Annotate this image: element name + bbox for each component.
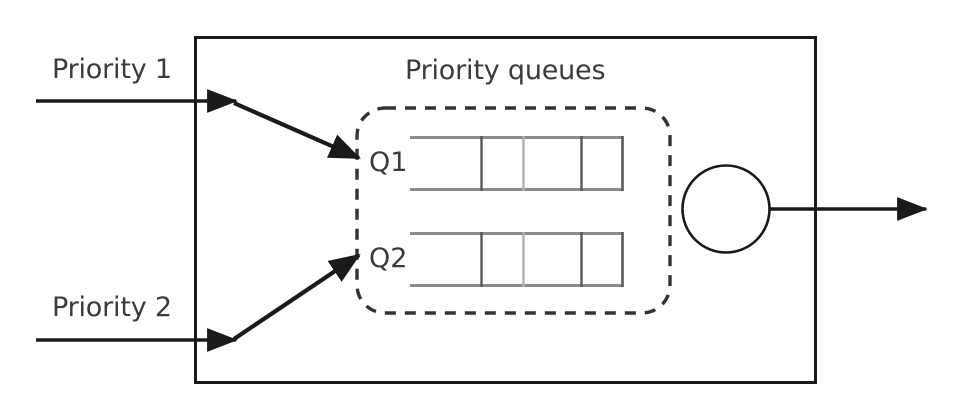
label-priority-queues: Priority queues [405,55,606,86]
server-node-circle [681,164,771,254]
arrow-priority-2-to-q2 [232,253,361,341]
system-boundary-rect [194,36,817,384]
priority-queues-group-box [355,106,672,315]
queue-q2-graphic [410,232,624,287]
label-queue-q1: Q1 [369,147,408,178]
label-queue-q2: Q2 [369,243,408,274]
label-priority-1: Priority 1 [52,54,172,85]
label-priority-2: Priority 2 [52,292,172,323]
arrow-priority-1-to-q1 [233,101,361,160]
queue-q1-graphic [410,136,624,191]
